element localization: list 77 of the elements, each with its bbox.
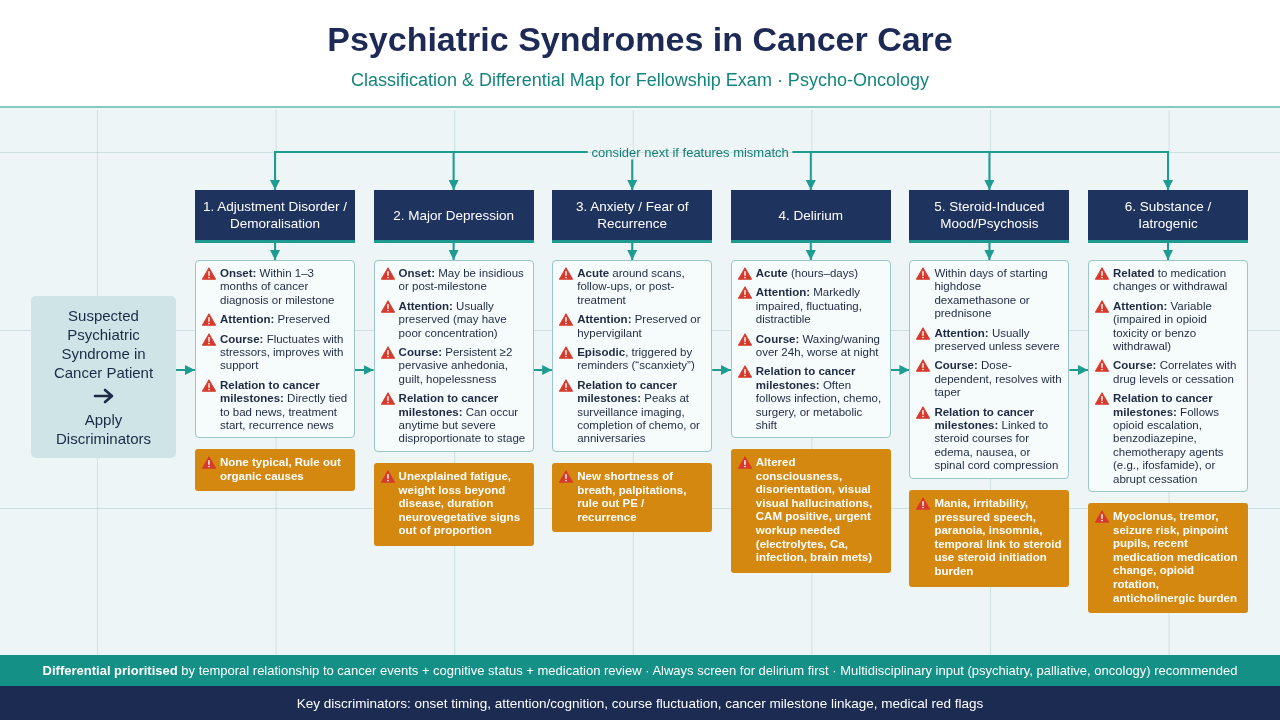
footer-note: Key discriminators: onset timing, attention/cognition, course fluctuation, cancer milestone linkage, medical red flags [296,695,984,711]
criteria-card [730,260,891,439]
arrow [448,242,459,261]
syndrome-header [373,190,534,243]
criterion-text: Course: Waxing/waning over 24h, worse at night [755,332,881,360]
start-text: Suspected Psychiatric Syndrome in Cancer Patient [52,306,155,382]
header-text: 6. Substance / Iatrogenic [1123,198,1213,232]
arrow [805,242,816,261]
criterion-text: Relation to cancer milestones: Follows opioid escalation, benzodiazepine, chemotherapy agents (e.g., ifosfamide), or abrupt cessation [1113,392,1225,487]
arrow [711,365,732,375]
criterion-text: Course: Persistent ≥2 pervasive anhedonia, guilt, hopelessness [398,346,514,387]
header-text: 3. Anxiety / Fear of Recurrence [574,198,690,232]
warning-text: None typical, Rule out organic causes [220,456,342,484]
criterion-text: Onset: May be insidious or post-milestone [398,267,525,294]
header-text: 5. Steroid-Induced Mood/Psychosis [933,198,1046,232]
arrow [532,365,554,375]
diagram-title: Psychiatric Syndromes in Cancer Care [326,19,954,59]
warning-text: Altered consciousness, disorientation, visual visual hallucinations, CAM positive, urgent workup needed (electrolytes, Ca, infection, brain mets) [755,456,874,565]
arrow [1163,242,1173,261]
arrow [984,242,995,261]
criteria-card [909,260,1070,479]
syndrome-header [552,190,713,243]
criterion-text: Onset: Within 1–3 months of cancer diagnosis or milestone [220,267,336,308]
connector-label: consider next if features mismatch [591,144,789,160]
criteria-card [373,260,534,452]
header-text: 4. Delirium [778,206,844,224]
warning-text: New shortness of breath, palpitations, rule out PE / recurrence [577,470,688,525]
criterion-text: Relation to cancer milestones: Often follows infection, chemo, surgery, or metabolic shift [755,365,883,433]
criterion-text: Course: Fluctuates with stressors, improves with support [220,332,345,373]
syndrome-header [1088,190,1248,243]
criterion-text: Episodic, triggered by reminders (“scanxiety”) [577,346,696,373]
arrow [448,151,589,191]
syndrome-header [730,190,891,243]
criterion-text: Course: Correlates with drug levels or cessation [1113,359,1238,387]
arrow [889,365,911,375]
criterion-text: Attention: Preserved or hypervigilant [577,313,702,341]
criterion-text: Related to medication changes or withdrawal [1113,267,1229,294]
warning-card [909,490,1070,587]
warning-card [552,463,713,533]
criterion-text: Attention: Preserved [220,313,330,327]
syndrome-header [909,190,1070,243]
arrow [791,151,1173,191]
criterion-text: Course: Dose-dependent, resolves with taper [934,359,1063,400]
header-text: 1. Adjustment Disorder / Demoralisation [201,198,349,232]
criteria-card [1088,260,1248,493]
criterion-text: Acute (hours–days) [755,267,859,281]
arrow [1068,365,1089,375]
warning-card [195,449,355,492]
arrow [270,242,280,261]
warning-card [373,463,534,546]
arrow [627,158,638,191]
arrow [627,242,638,261]
warning-card [730,449,891,573]
criterion-text: Relation to cancer milestones: Peaks at surveillance imaging, completion of chemo, or anniversaries [577,378,701,446]
criterion-text: Within days of starting highdose dexamethasone or prednisone [934,267,1049,321]
start-text: Apply Discriminators [55,410,152,448]
diagram-subtitle: Classification & Differential Map for Fellowship Exam · Psycho-Oncology [350,69,930,92]
arrow [175,365,196,375]
warning-text: Unexplained fatigue, weight loss beyond disease, duration neurovegetative signs out of proportion [398,470,522,538]
criterion-text: Attention: Usually preserved (may have poor concentration) [398,299,508,341]
criterion-text: Relation to cancer milestones: Linked to steroid courses for edema, nausea, or spinal cord compression [934,405,1060,473]
syndrome-header [195,190,355,243]
header-text: 2. Major Depression [393,206,514,224]
criterion-text: Attention: Variable (impaired in opioid toxicity or benzo withdrawal) [1113,299,1213,354]
criterion-text: Relation to cancer milestones: Directly tied to bad news, treatment start, recurrence news [220,378,349,433]
warning-card [1088,503,1248,614]
warning-text: Mania, irritability, pressured speech, paranoia, insomnia, temporal link to steroid use steroid initiation burden [934,497,1063,579]
criterion-text: Attention: Markedly impaired, fluctuating, distractible [755,286,863,327]
warning-text: Myoclonus, tremor, seizure risk, pinpoint pupils, recent medication medication change, opioid rotation, anticholinergic burden [1113,510,1239,606]
criterion-text: Acute around scans, follow-ups, or post-treatment [577,267,686,308]
criterion-text: Relation to cancer milestones: Can occur anytime but severe disproportionate to stage [398,392,527,446]
start-box [31,296,176,458]
criteria-card [552,260,713,452]
arrow [354,365,375,375]
criteria-card [195,260,355,439]
footer-note: Differential prioritised by temporal relationship to cancer events + cognitive status + medication review · Always screen for delirium first · Multidisciplinary input (psychiatry, palliative, oncology) recommended [42,663,1238,678]
criterion-text: Attention: Usually preserved unless severe [934,326,1061,354]
